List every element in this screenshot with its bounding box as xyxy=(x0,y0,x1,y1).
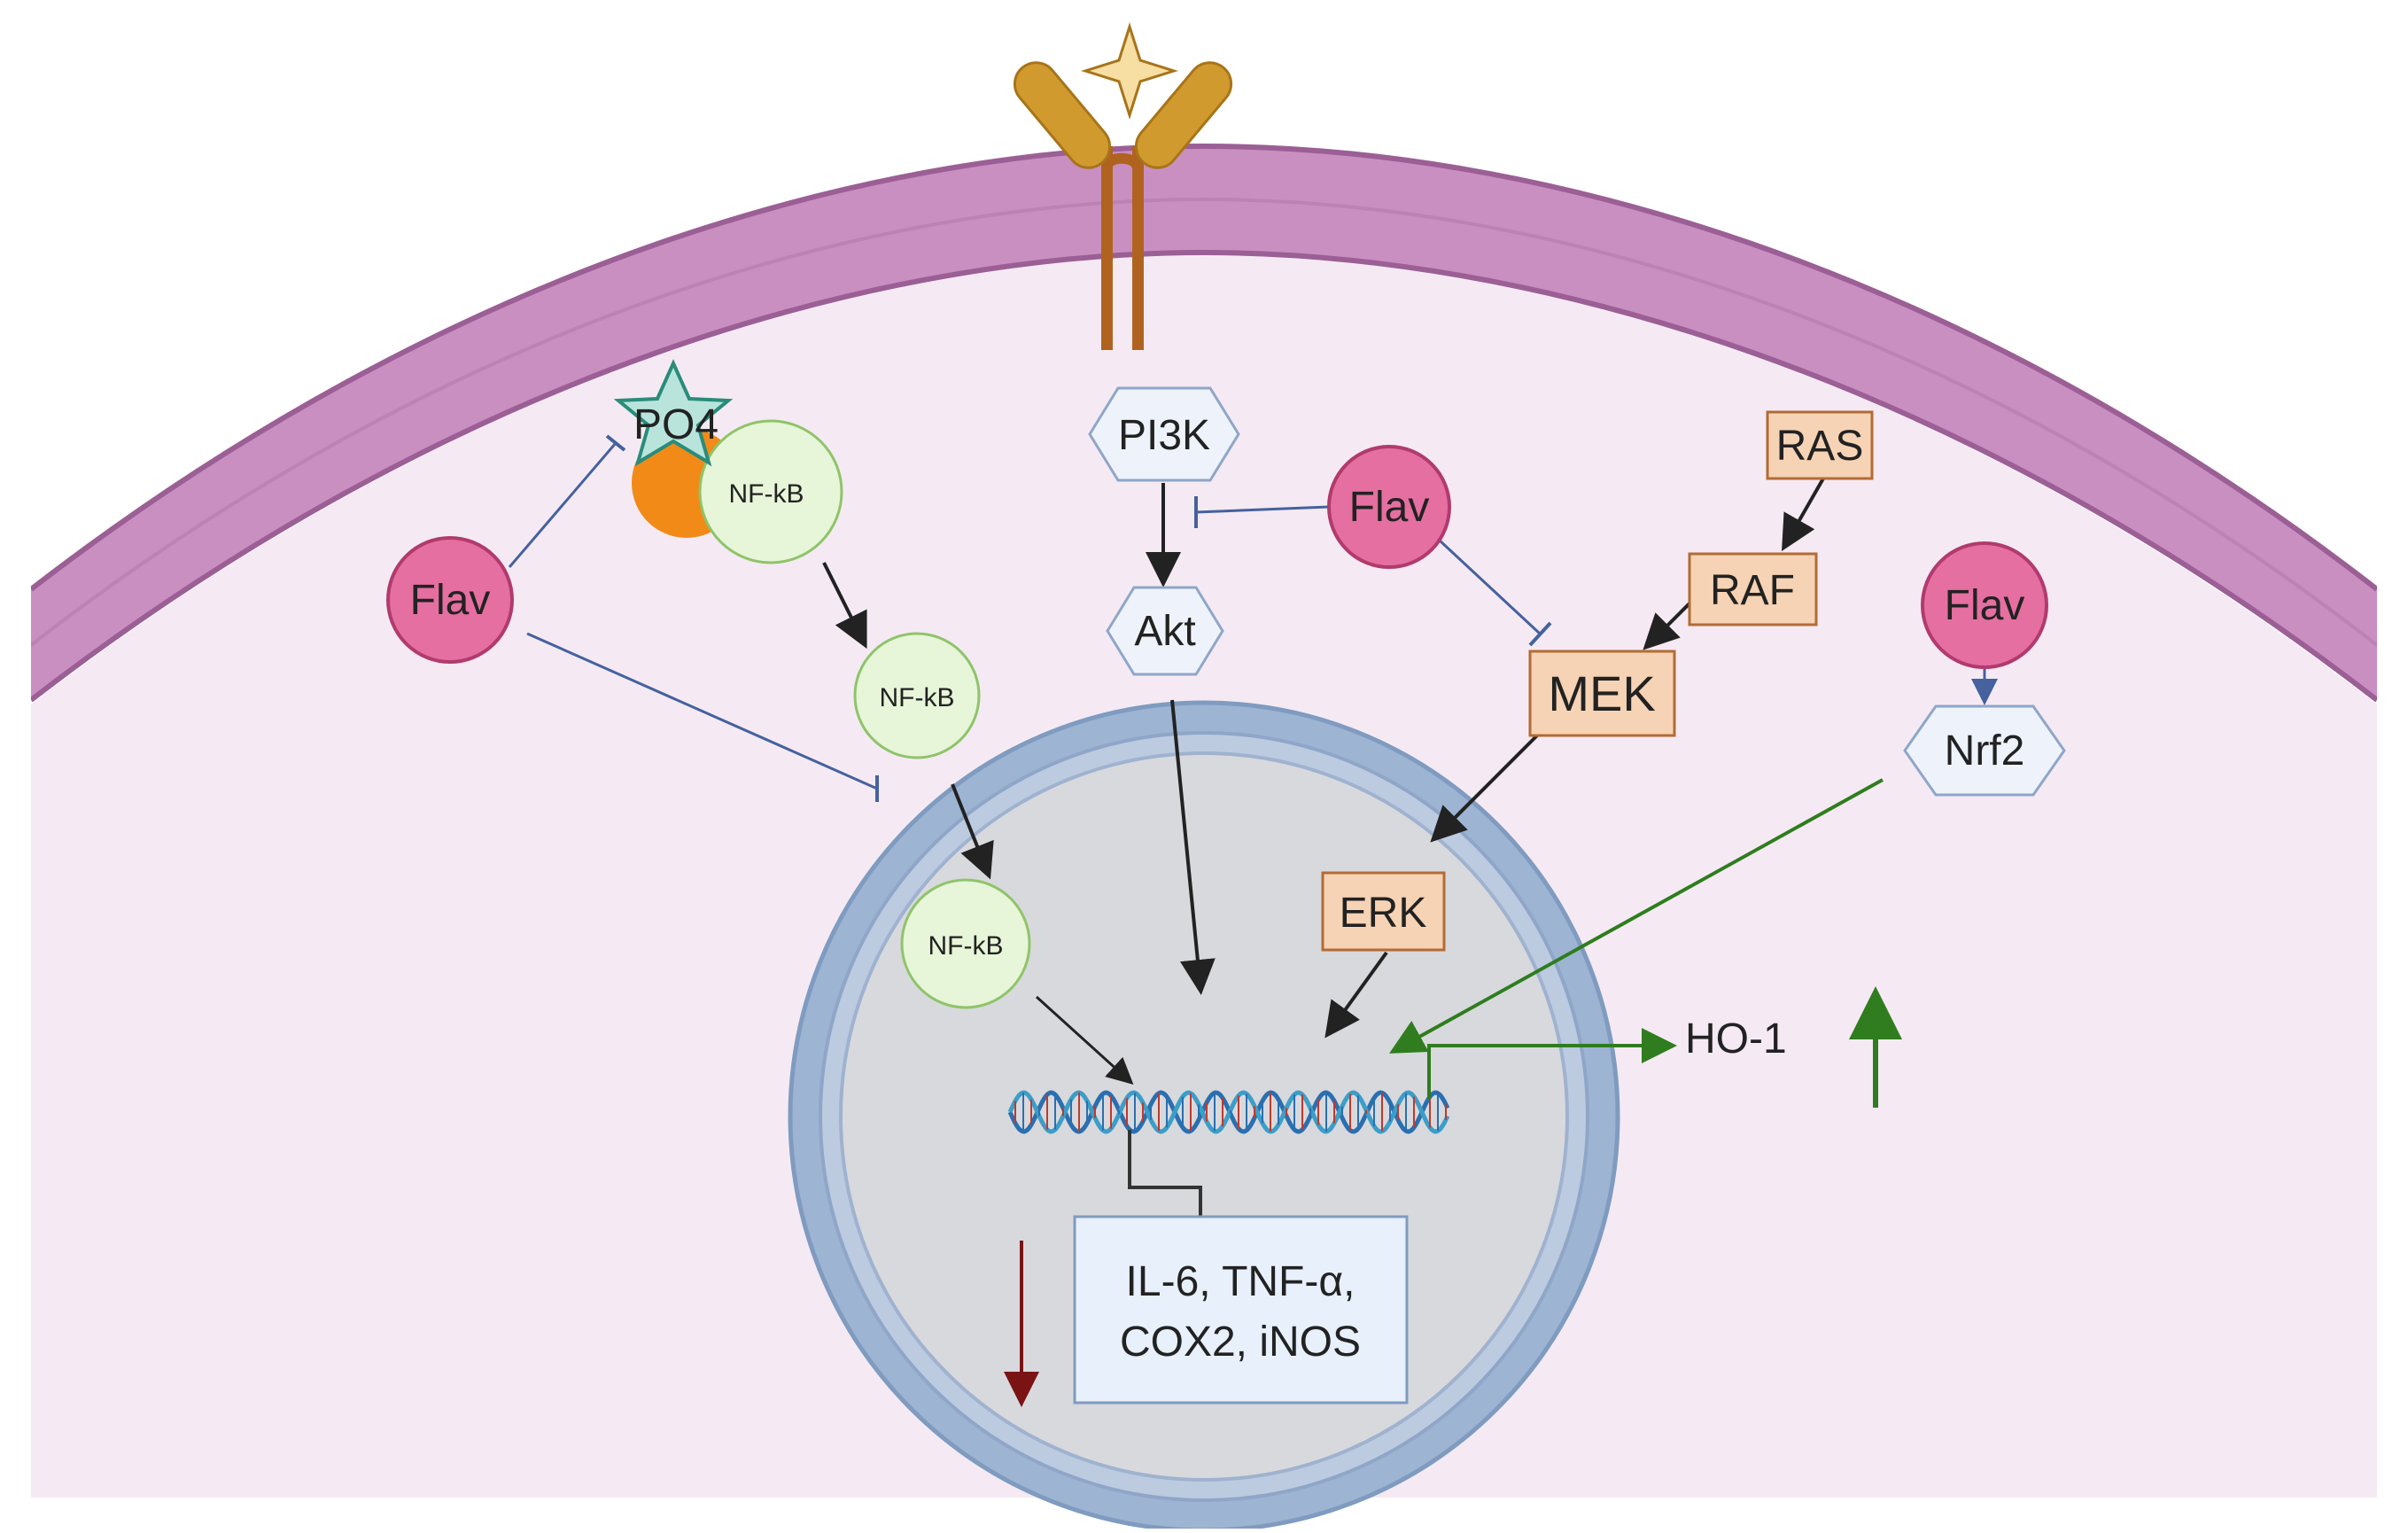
membrane-outer-edge xyxy=(31,143,2377,592)
nfkb-node-1-circle xyxy=(698,419,843,564)
pi3k-hexagon xyxy=(1088,386,1240,482)
inhibit-flav-center-pi3k xyxy=(1195,505,1330,514)
mek-label: MEK xyxy=(1548,665,1655,721)
membrane-inner-edge xyxy=(31,249,2377,703)
nfkb-node-3-circle xyxy=(900,878,1031,1009)
dna-helix-icon xyxy=(1007,1090,1450,1134)
arrow-nfkb1-nfkb2 xyxy=(822,562,867,650)
inhibit-bar-mek xyxy=(1528,621,1552,647)
cytokines-label-line2: COX2, iNOS xyxy=(1120,1319,1361,1366)
nrf2-hexagon xyxy=(1903,704,2066,797)
akt-label: Akt xyxy=(1134,608,1195,655)
arrow-ras-raf xyxy=(1782,478,1825,551)
erk-box xyxy=(1321,871,1446,952)
arrow-nrf2-dna xyxy=(1389,778,1884,1054)
flav-center-label: Flav xyxy=(1349,484,1430,531)
flav-right-label: Flav xyxy=(1945,582,2025,629)
ho1-label: HO-1 xyxy=(1685,1016,1787,1062)
nfkb-node-2-circle xyxy=(853,632,981,759)
ras-label: RAS xyxy=(1776,423,1864,470)
inhibit-flav-left-po4 xyxy=(508,442,618,568)
arrow-nfkb3-dna xyxy=(1035,995,1134,1086)
flav-right-circle xyxy=(1921,541,2048,669)
flav-center-circle xyxy=(1327,445,1451,569)
pi3k-label: PI3K xyxy=(1118,412,1210,459)
cell-membrane xyxy=(31,146,2377,700)
mek-box xyxy=(1528,650,1676,737)
inhibit-flav-left-nucleus xyxy=(526,632,878,790)
akt-hexagon xyxy=(1106,586,1224,676)
raf-box xyxy=(1688,552,1818,626)
arrows xyxy=(508,434,1998,1407)
flav-left-label: Flav xyxy=(410,577,491,624)
raf-label: RAF xyxy=(1710,567,1795,614)
po4-star-icon xyxy=(613,359,734,467)
membrane-mid-line xyxy=(31,197,2377,647)
inhibit-flav-center-mek xyxy=(1438,539,1542,635)
arrow-dna-ho1 xyxy=(1427,1028,1677,1099)
ligand-star-icon xyxy=(1081,22,1178,120)
flav-left-circle xyxy=(386,536,514,664)
nfkb-node-2-label: NF-kB xyxy=(880,683,955,712)
cytokines-label-line1: IL-6, TNF-α, xyxy=(1126,1258,1355,1305)
nfkb-node-1-label: NF-kB xyxy=(729,479,804,509)
nrf2-label: Nrf2 xyxy=(1945,728,2025,774)
erk-label: ERK xyxy=(1340,890,1427,937)
inhibit-bar-po4 xyxy=(605,434,626,452)
arrow-nfkb2-nfkb3 xyxy=(951,783,994,880)
arrow-akt-dna xyxy=(1170,699,1216,995)
arrow-mek-erk xyxy=(1430,734,1539,843)
receptor-icon xyxy=(1013,61,1233,350)
arrow-erk-dna xyxy=(1324,951,1388,1039)
ras-box xyxy=(1766,410,1874,480)
arrow-raf-mek xyxy=(1643,599,1694,650)
po4-label: PO4 xyxy=(633,401,719,448)
nfkb-node-3-label: NF-kB xyxy=(928,931,1004,961)
cytokines-box xyxy=(1073,1215,1409,1405)
arrow-dna-cytokines xyxy=(1128,1130,1202,1227)
